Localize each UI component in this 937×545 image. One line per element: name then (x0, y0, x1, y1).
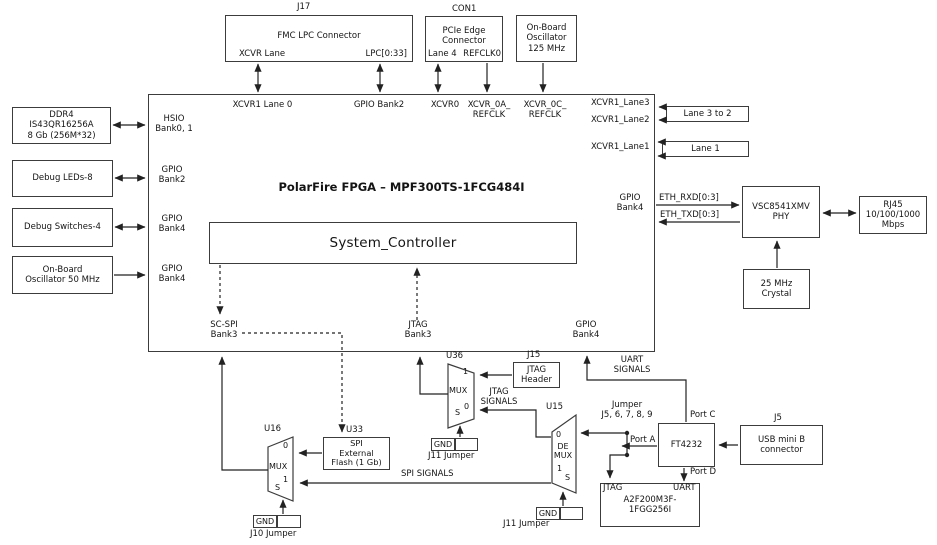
rj45-box: RJ45 10/100/1000 Mbps (859, 196, 927, 234)
j11-jumper-label-u15: J11 Jumper (503, 519, 550, 529)
j15-ref-label: J15 (527, 350, 541, 360)
eth-txd-label: ETH_TXD[0:3] (660, 210, 720, 220)
u16-in1-label: 1 (283, 475, 289, 484)
pcie-edge-connector-box: PCIe Edge Connector Lane 4 REFCLK0 (425, 16, 503, 62)
debug-switches-box: Debug Switches-4 (12, 208, 113, 247)
debug-leds-box: Debug LEDs-8 (12, 160, 113, 197)
u16-in0-label: 0 (283, 441, 289, 450)
xcvr1-lane1-label: XCVR1_Lane1 (591, 142, 650, 152)
jumper-box-u16 (277, 515, 301, 528)
junction-dot (624, 430, 630, 436)
jumper-j5-9-label: Jumper J5, 6, 7, 8, 9 (601, 400, 653, 420)
xcvr1-lane0-label: XCVR1 Lane 0 (232, 100, 293, 110)
jumper-box-u15 (560, 507, 583, 520)
u33-ref-label: U33 (346, 425, 364, 435)
port-d-label: Port D (690, 467, 717, 477)
u36-ref-label: U36 (446, 351, 464, 361)
crystal-25mhz-box: 25 MHz Crystal (743, 269, 810, 309)
jtag-header-box: JTAG Header (513, 362, 560, 388)
gpio-bank2-label: GPIO Bank2 (158, 165, 186, 185)
xcvr-0c-refclk-label: XCVR_0C_ REFCLK (523, 100, 567, 120)
gpio-bank2-top-label: GPIO Bank2 (353, 100, 405, 110)
wire-jtag-signals (479, 406, 551, 438)
uart-signals-label: UART SIGNALS (613, 355, 651, 375)
pcie-refclk0-pin: REFCLK0 (463, 48, 501, 59)
lane-3-to-2-box: Lane 3 to 2 (666, 106, 749, 122)
fpga-title: PolarFire FPGA – MPF300TS-1FCG484I (278, 180, 525, 194)
a2f-uart-pin-label: UART (673, 483, 696, 493)
u36-sel-label: S (455, 408, 461, 417)
xcvr1-lane3-label: XCVR1_Lane3 (591, 98, 650, 108)
u15-sel-label: S (565, 473, 571, 482)
hsio-bank-label: HSIO Bank0, 1 (155, 114, 193, 134)
gpio-bank4-label-b: GPIO Bank4 (158, 264, 186, 284)
fmc-lpc-pin: LPC[0:33] (365, 48, 407, 59)
lane-1-box: Lane 1 (662, 141, 749, 157)
fmc-lpc-title: FMC LPC Connector (277, 31, 361, 41)
spi-signals-label: SPI SIGNALS (401, 469, 454, 479)
jtag-bank3-label: JTAG Bank3 (404, 320, 432, 340)
j5-ref-label: J5 (774, 413, 782, 423)
u36-in0-label: 0 (464, 402, 470, 411)
wire-u16-out (218, 356, 268, 471)
u16-sel-label: S (275, 483, 281, 492)
a2f-jtag-pin-label: JTAG (603, 483, 623, 493)
junction-dots (624, 430, 630, 458)
eth-rxd-label: ETH_RXD[0:3] (659, 193, 719, 203)
ddr4-box: DDR4 IS43QR16256A 8 Gb (256M*32) (12, 107, 111, 144)
usb-mini-b-box: USB mini B connector (740, 425, 823, 465)
con1-ref-label: CON1 (452, 4, 477, 14)
u15-out0-label: 0 (556, 430, 562, 439)
gpio-bank4-label-a: GPIO Bank4 (158, 214, 186, 234)
junction-dot (624, 452, 630, 458)
u15-ref-label: U15 (546, 402, 564, 412)
fmc-lpc-connector-box: FMC LPC Connector XCVR Lane LPC[0:33] (225, 15, 413, 62)
system-controller-box: System_Controller (209, 222, 577, 264)
oscillator-125mhz-box: On-Board Oscillator 125 MHz (516, 15, 577, 62)
jumper-box-u36 (455, 438, 478, 451)
sc-spi-bank3-label: SC-SPI Bank3 (210, 320, 238, 340)
u16-ref-label: U16 (264, 424, 282, 434)
u36-in1-label: 1 (463, 367, 469, 376)
gpio-bank4-eth-label: GPIO Bank4 (616, 193, 644, 213)
xcvr-0a-refclk-label: XCVR_0A_ REFCLK (467, 100, 511, 120)
gnd-box-u15: GND (536, 507, 560, 520)
j11-jumper-label-u36: J11 Jumper (428, 451, 475, 461)
port-a-label: Port A (630, 435, 656, 445)
fmc-xcvr-lane-pin: XCVR Lane (239, 48, 286, 59)
ft4232-box: FT4232 (658, 423, 715, 467)
u15-out1-label: 1 (557, 464, 563, 473)
oscillator-50mhz-box: On-Board Oscillator 50 MHz (12, 256, 113, 294)
pcie-title: PCIe Edge Connector (442, 26, 486, 47)
port-c-label: Port C (690, 410, 716, 420)
u36-mux-label: MUX (449, 386, 468, 395)
jtag-signals-label: JTAG SIGNALS (480, 387, 518, 407)
gpio-bank4-bottom-label: GPIO Bank4 (572, 320, 600, 340)
u15-demux-label: DE MUX (553, 442, 573, 461)
u36-mux-shape (447, 363, 475, 429)
pcie-lane4-pin: Lane 4 (428, 48, 457, 59)
wire-u36-out (416, 356, 448, 395)
wire-porta-a2f-jtag (606, 433, 628, 479)
u16-mux-label: MUX (269, 462, 288, 471)
xcvr1-lane2-label: XCVR1_Lane2 (591, 115, 650, 125)
a2f200-box: A2F200M3F- 1FGG256I (600, 483, 700, 527)
ethernet-phy-box: VSC8541XMV PHY (742, 186, 820, 238)
gnd-box-u36: GND (431, 438, 455, 451)
spi-flash-box: SPI External Flash (1 Gb) (323, 437, 390, 470)
j10-jumper-label: J10 Jumper (250, 529, 297, 539)
j17-ref-label: J17 (297, 2, 311, 12)
xcvr0-label: XCVR0 (430, 100, 460, 110)
gnd-box-u16: GND (253, 515, 277, 528)
